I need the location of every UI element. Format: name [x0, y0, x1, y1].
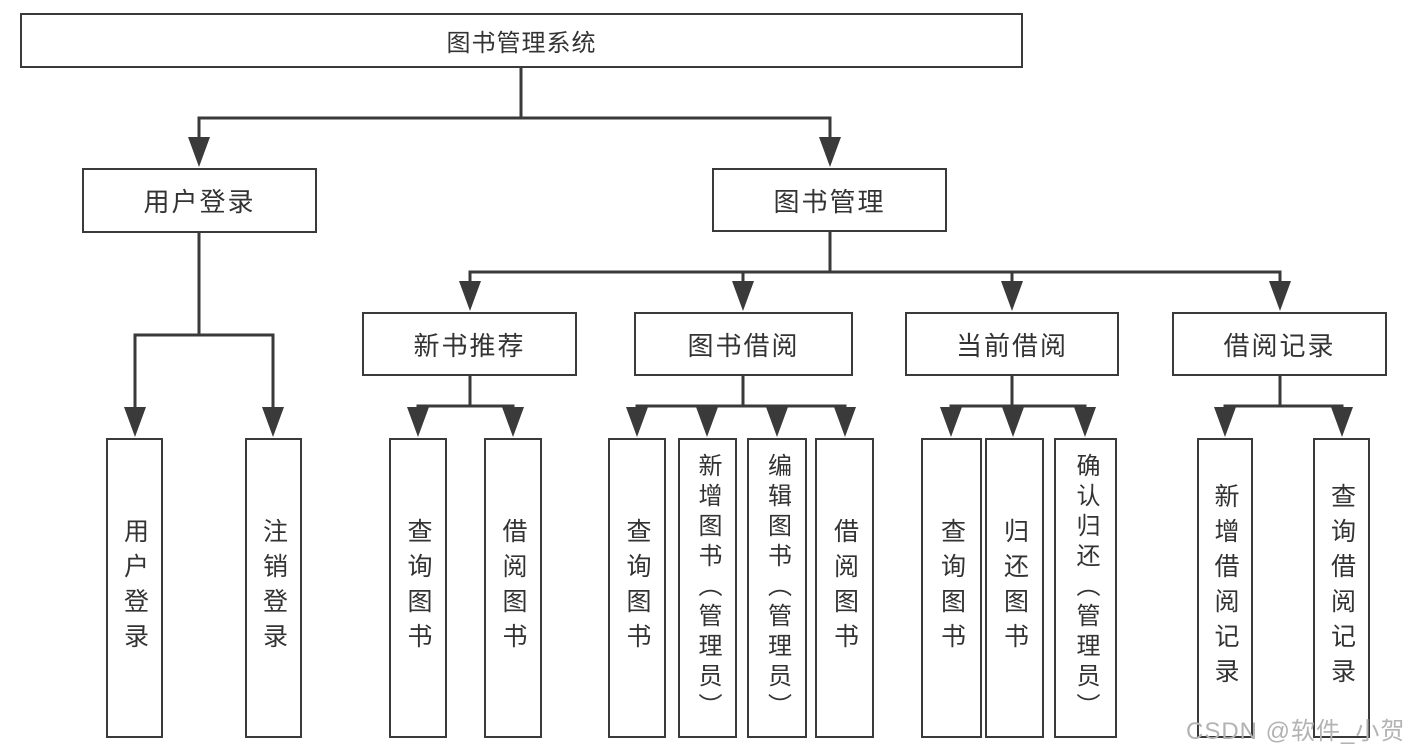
node-query-books-1: 查询图书 — [389, 438, 447, 738]
node-book-borrow: 图书借阅 — [634, 312, 853, 376]
node-user-login-action: 用户登录 — [106, 438, 163, 738]
node-new-book-recommend: 新书推荐 — [362, 312, 577, 376]
node-query-borrow-record: 查询借阅记录 — [1313, 438, 1370, 738]
node-query-books-2: 查询图书 — [608, 438, 666, 738]
node-add-borrow-record: 新增借阅记录 — [1197, 438, 1253, 738]
node-query-books-3: 查询图书 — [921, 438, 982, 738]
node-edit-books-admin: 编辑图书（管理员） — [747, 438, 807, 738]
node-confirm-return-admin: 确认归还（管理员） — [1054, 438, 1117, 738]
node-library-system: 图书管理系统 — [20, 13, 1023, 68]
node-book-management: 图书管理 — [712, 168, 947, 232]
node-user-login: 用户登录 — [82, 168, 317, 233]
node-borrow-books-2: 借阅图书 — [815, 438, 874, 738]
node-borrow-books-1: 借阅图书 — [484, 438, 542, 738]
watermark: CSDN @软件_小贺同学 — [1186, 718, 1405, 745]
node-add-books-admin: 新增图书（管理员） — [678, 438, 737, 738]
node-borrow-records: 借阅记录 — [1172, 312, 1387, 376]
node-logout: 注销登录 — [245, 438, 302, 738]
node-current-borrow: 当前借阅 — [905, 312, 1119, 376]
node-return-books: 归还图书 — [985, 438, 1044, 738]
